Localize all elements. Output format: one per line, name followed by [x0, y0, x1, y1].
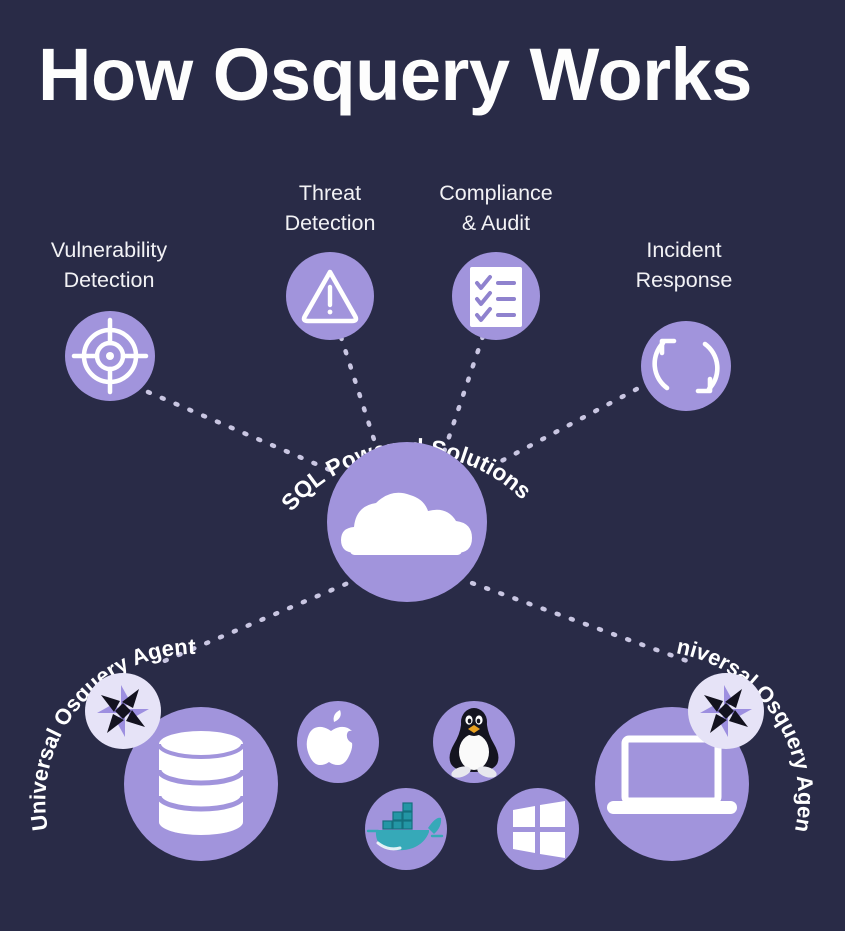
docker-whale-icon: [366, 802, 444, 851]
osquery-logo-icon: [700, 685, 752, 737]
platform-docker[interactable]: [365, 788, 447, 870]
capability-label-line2: & Audit: [462, 211, 530, 235]
refresh-cycle-icon: [652, 338, 720, 394]
center-hub[interactable]: SQL Powered Solutions: [276, 433, 537, 602]
platform-linux[interactable]: [433, 701, 515, 783]
agent-left-badge[interactable]: [85, 673, 161, 749]
platform-windows[interactable]: [497, 788, 579, 870]
capability-vulnerability-detection[interactable]: Vulnerability Detection: [51, 238, 168, 401]
apple-icon: [306, 710, 353, 765]
capability-label-line1: Threat: [299, 181, 361, 205]
capability-label-line1: Incident: [646, 238, 721, 262]
capability-label-line2: Detection: [64, 268, 155, 292]
laptop-icon: [607, 735, 737, 814]
connector-vulnerability: [145, 389, 333, 473]
windows-icon: [513, 801, 565, 858]
capability-label-line1: Vulnerability: [51, 238, 168, 262]
capability-compliance-audit[interactable]: Compliance & Audit: [439, 181, 553, 340]
platform-apple[interactable]: [297, 701, 379, 783]
clipboard-checklist-icon: [470, 267, 522, 327]
capability-incident-response[interactable]: Incident Response: [636, 238, 733, 411]
connector-agent-right: [455, 575, 693, 665]
connector-threat: [338, 334, 381, 455]
osquery-logo-icon: [97, 685, 149, 737]
database-icon: [156, 731, 246, 835]
capability-label-line2: Detection: [285, 211, 376, 235]
capability-label-line2: Response: [636, 268, 733, 292]
page-title: How Osquery Works: [38, 33, 752, 116]
agent-left[interactable]: Universal Osquery Agent: [25, 634, 278, 861]
warning-triangle-icon: [301, 269, 359, 324]
linux-tux-icon: [449, 708, 499, 778]
connector-incident: [489, 379, 653, 469]
connector-compliance: [441, 333, 486, 455]
capability-threat-detection[interactable]: Threat Detection: [285, 181, 376, 340]
connector-lines: [145, 333, 693, 665]
agent-right-badge[interactable]: [688, 673, 764, 749]
platform-circle[interactable]: [497, 788, 579, 870]
crosshair-target-icon: [71, 317, 149, 395]
cloud-icon: [341, 492, 472, 555]
connector-agent-left: [159, 575, 363, 665]
capability-label-line1: Compliance: [439, 181, 553, 205]
